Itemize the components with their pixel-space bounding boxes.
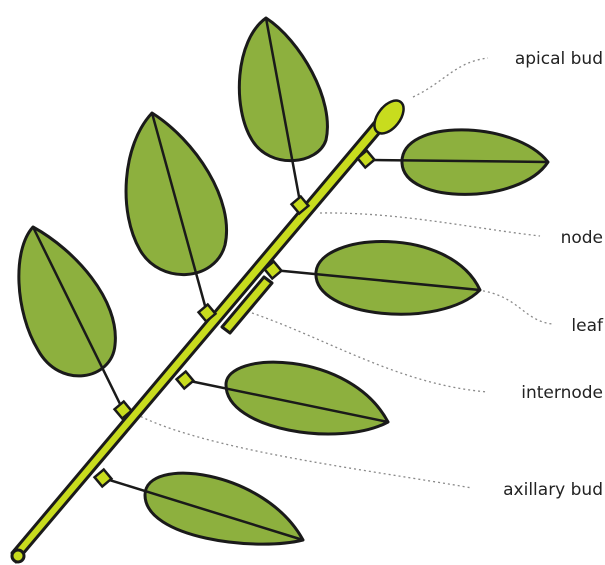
leaf-blade: [126, 113, 227, 275]
leader-leaf: [478, 290, 552, 324]
leaf-upper-right-2: [273, 242, 480, 315]
leaf-blade: [316, 242, 480, 315]
leaf-upper-left-1: [239, 18, 327, 202]
leader-apical-bud: [413, 58, 488, 97]
labels: apical bud node leaf internode axillary …: [503, 49, 604, 500]
axillary-bud: [95, 470, 112, 487]
label-internode: internode: [521, 383, 603, 403]
leaf-upper-left-2: [126, 113, 227, 313]
leader-node: [320, 213, 540, 236]
axillary-bud: [177, 372, 194, 389]
leaf-blade: [19, 227, 116, 376]
leaf-lower-right-1: [185, 362, 388, 434]
label-apical-bud: apical bud: [515, 49, 603, 69]
leaf-blade: [226, 362, 388, 434]
label-axillary-bud: axillary bud: [503, 480, 603, 500]
label-leaf: leaf: [571, 316, 604, 336]
leaf-lower-right-2: [103, 473, 303, 544]
stem-base: [12, 550, 24, 562]
label-node: node: [561, 228, 603, 248]
leaf-lower-left: [19, 227, 123, 410]
leaf-upper-right-1: [372, 130, 548, 195]
leaf-blade: [239, 18, 327, 161]
